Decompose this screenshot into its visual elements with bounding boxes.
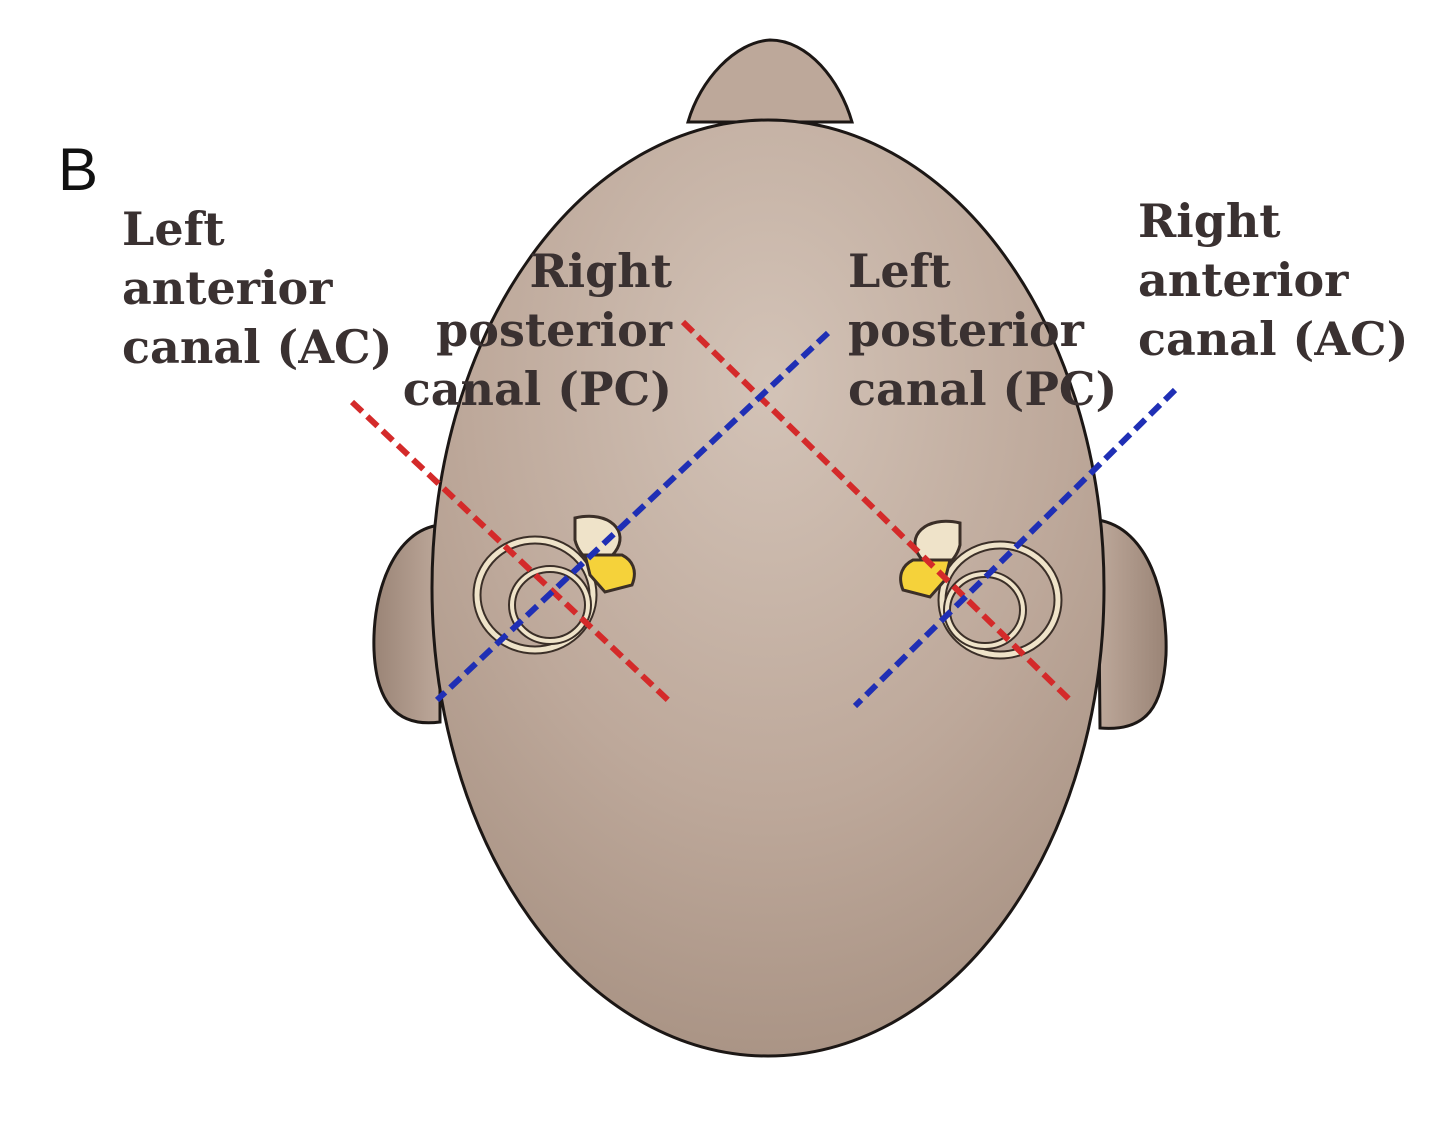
label-line: canal (PC) bbox=[848, 362, 1118, 416]
left-anterior-canal-line bbox=[349, 399, 671, 703]
label-line: anterior bbox=[122, 261, 333, 315]
label-line: Left bbox=[122, 202, 225, 256]
label-line: Left bbox=[848, 244, 951, 298]
label-line: posterior bbox=[436, 303, 672, 357]
label-line: posterior bbox=[848, 303, 1084, 357]
right-anterior-canal-line bbox=[852, 387, 1178, 709]
label-left-posterior-canal: Left posterior canal (PC) bbox=[848, 242, 1117, 419]
nose bbox=[686, 38, 854, 124]
label-line: Right bbox=[1138, 194, 1281, 248]
label-line: anterior bbox=[1138, 253, 1349, 307]
label-line: canal (AC) bbox=[122, 320, 393, 374]
label-line: Right bbox=[529, 244, 672, 298]
panel-letter: B bbox=[58, 136, 99, 203]
label-right-posterior-canal: Right posterior canal (PC) bbox=[403, 242, 672, 419]
label-line: canal (AC) bbox=[1138, 312, 1409, 366]
label-right-anterior-canal: Right anterior canal (AC) bbox=[1138, 192, 1408, 369]
right-posterior-canal-line bbox=[680, 319, 1075, 705]
label-line: canal (PC) bbox=[402, 362, 672, 416]
left-ear bbox=[372, 523, 442, 725]
left-labyrinth bbox=[472, 514, 636, 655]
head-outline bbox=[430, 118, 1106, 1058]
label-left-anterior-canal: Left anterior canal (AC) bbox=[122, 200, 392, 377]
left-posterior-canal-line bbox=[434, 330, 831, 703]
right-ear bbox=[1096, 518, 1168, 730]
